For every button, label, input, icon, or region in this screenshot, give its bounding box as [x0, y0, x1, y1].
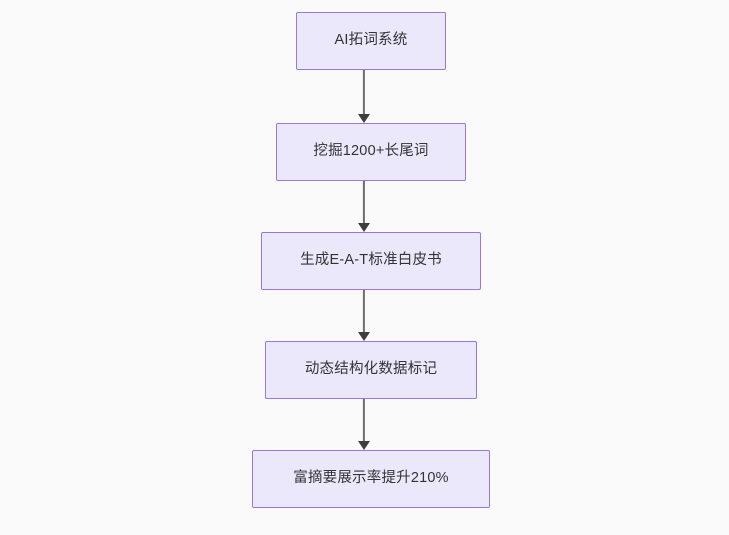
- connector-line: [362, 70, 366, 115]
- flow-node-generate-eat-whitepaper[interactable]: 生成E-A-T标准白皮书: [261, 232, 481, 290]
- flow-node-label: 生成E-A-T标准白皮书: [300, 252, 442, 269]
- flow-node-label: AI拓词系统: [334, 32, 408, 49]
- connector-line: [362, 399, 366, 442]
- arrowhead-icon: [358, 223, 370, 232]
- flow-node-rich-snippet-result[interactable]: 富摘要展示率提升210%: [252, 450, 490, 508]
- arrowhead-icon: [358, 441, 370, 450]
- flow-node-label: 动态结构化数据标记: [304, 361, 438, 378]
- arrowhead-icon: [358, 332, 370, 341]
- flow-node-ai-keyword-system[interactable]: AI拓词系统: [296, 12, 446, 70]
- flow-connector-2: [357, 181, 371, 232]
- flow-node-label: 富摘要展示率提升210%: [293, 470, 449, 487]
- flow-connector-1: [357, 70, 371, 123]
- arrowhead-icon: [358, 114, 370, 123]
- flow-node-mine-longtail-keywords[interactable]: 挖掘1200+长尾词: [276, 123, 466, 181]
- flow-connector-4: [357, 399, 371, 450]
- flow-connector-3: [357, 290, 371, 341]
- connector-line: [362, 181, 366, 224]
- flow-node-label: 挖掘1200+长尾词: [313, 143, 429, 160]
- connector-line: [362, 290, 366, 333]
- flow-node-dynamic-structured-data[interactable]: 动态结构化数据标记: [265, 341, 477, 399]
